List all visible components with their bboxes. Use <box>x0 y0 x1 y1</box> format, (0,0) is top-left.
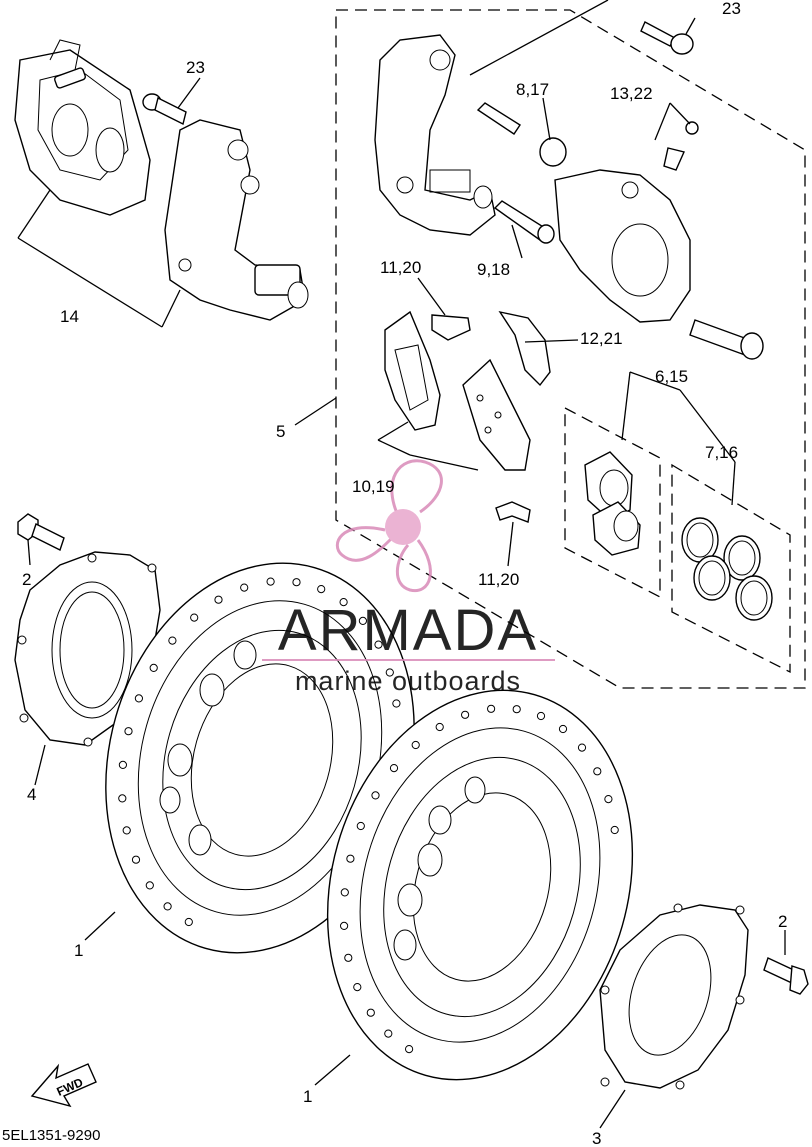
disc-perforation <box>168 636 177 645</box>
watermark-blade-left <box>335 526 394 562</box>
disc-perforation <box>134 694 143 703</box>
hub-spacer-3 <box>599 903 749 1090</box>
disc-perforation <box>371 791 380 800</box>
disc-perforation <box>118 794 127 803</box>
disc-perforation <box>356 821 365 831</box>
disc-lower-perforations <box>340 704 619 1054</box>
label-9-18: 9,18 <box>477 260 510 279</box>
label-23-left: 23 <box>186 58 205 77</box>
disc-perforation <box>190 613 199 622</box>
caliper-bracket <box>374 34 496 236</box>
piston-seal <box>681 517 773 621</box>
caliper-body-right <box>554 169 764 360</box>
bleed-screw-13 <box>663 121 699 171</box>
label-7-16: 7,16 <box>705 443 738 462</box>
disc-perforation <box>122 826 131 835</box>
brake-pad-left <box>384 310 441 431</box>
pad-clip-11-upper <box>431 314 471 341</box>
label-5: 5 <box>276 422 285 441</box>
disc-perforation <box>353 983 362 992</box>
disc-perforation <box>374 640 383 649</box>
label-10-19: 10,19 <box>352 477 395 496</box>
disc-perforation <box>593 767 602 776</box>
disc-perforation <box>292 578 301 587</box>
disc-perforation <box>184 917 193 927</box>
disc-perforation <box>411 740 420 750</box>
disc-perforation <box>405 1045 414 1054</box>
disc-perforation <box>536 711 546 721</box>
watermark-logo: ARMADA marine outboards <box>262 459 555 696</box>
label-1-lower: 1 <box>303 1087 312 1106</box>
leader-lines <box>17 0 786 1129</box>
watermark-dot <box>385 509 421 545</box>
caliper-assembly-left <box>14 39 309 321</box>
bolt-2-left <box>17 513 65 551</box>
disc-perforation <box>392 699 401 708</box>
label-2-right: 2 <box>778 912 787 931</box>
disc-perforation <box>266 577 275 586</box>
brake-disc-lower <box>326 689 634 1081</box>
label-2-left: 2 <box>22 570 31 589</box>
label-1-upper: 1 <box>74 941 83 960</box>
disc-perforation <box>577 743 587 752</box>
disc-perforation <box>610 825 619 835</box>
pad-clip-11-lower <box>495 501 531 523</box>
label-12-21: 12,21 <box>580 329 623 348</box>
disc-perforation <box>214 595 223 604</box>
disc-perforation <box>240 583 249 592</box>
slide-pin-8 <box>476 102 567 167</box>
disc-perforation <box>340 888 349 897</box>
label-14: 14 <box>60 307 79 326</box>
disc-perforation <box>389 764 399 773</box>
pad-spring-12 <box>498 310 551 387</box>
disc-perforation <box>512 705 521 714</box>
disc-perforation <box>131 855 141 864</box>
watermark-tagline: marine outboards <box>295 666 521 696</box>
disc-perforation <box>344 953 353 962</box>
disc-perforation <box>461 710 470 719</box>
diagram-code: 5EL1351-9290 <box>2 1127 100 1144</box>
bolt-23-right <box>640 21 694 55</box>
disc-perforation <box>346 854 355 863</box>
label-4: 4 <box>27 785 36 804</box>
disc-perforation <box>558 724 568 734</box>
label-11-20-upper: 11,20 <box>380 258 421 277</box>
label-11-20-lower: 11,20 <box>478 570 519 589</box>
disc-perforation <box>339 598 348 607</box>
disc-perforation <box>384 1029 393 1038</box>
label-23-top: 23 <box>722 0 741 18</box>
kit-box-seal <box>671 463 791 674</box>
disc-perforation <box>358 616 367 626</box>
disc-perforation <box>435 722 444 732</box>
label-8-17: 8,17 <box>516 80 549 99</box>
disc-perforation <box>145 881 154 890</box>
disc-perforation <box>118 760 128 770</box>
disc-perforation <box>385 668 394 677</box>
disc-perforation <box>340 921 349 931</box>
disc-perforation <box>124 727 133 736</box>
disc-perforation <box>317 585 326 594</box>
bolt-2-right <box>763 957 809 995</box>
label-3: 3 <box>592 1129 601 1147</box>
piston <box>584 451 641 556</box>
assembly-boundary <box>335 9 806 689</box>
pin-9 <box>493 200 555 244</box>
kit-box-piston <box>564 406 661 599</box>
watermark-blade-right <box>395 539 432 593</box>
fwd-arrow: FWD <box>30 1063 97 1108</box>
disc-perforation <box>487 704 496 713</box>
bolt-23-left <box>142 93 187 126</box>
disc-perforation <box>163 902 172 911</box>
disc-perforation <box>604 795 613 804</box>
brake-pad-right <box>462 358 531 471</box>
label-13-22: 13,22 <box>610 84 653 103</box>
disc-perforation <box>366 1008 375 1017</box>
watermark-brand: ARMADA <box>278 598 538 663</box>
watermark-blade-top <box>390 459 443 521</box>
label-6-15: 6,15 <box>655 367 688 386</box>
disc-upper-perforations <box>118 577 401 927</box>
disc-perforation <box>149 663 158 673</box>
